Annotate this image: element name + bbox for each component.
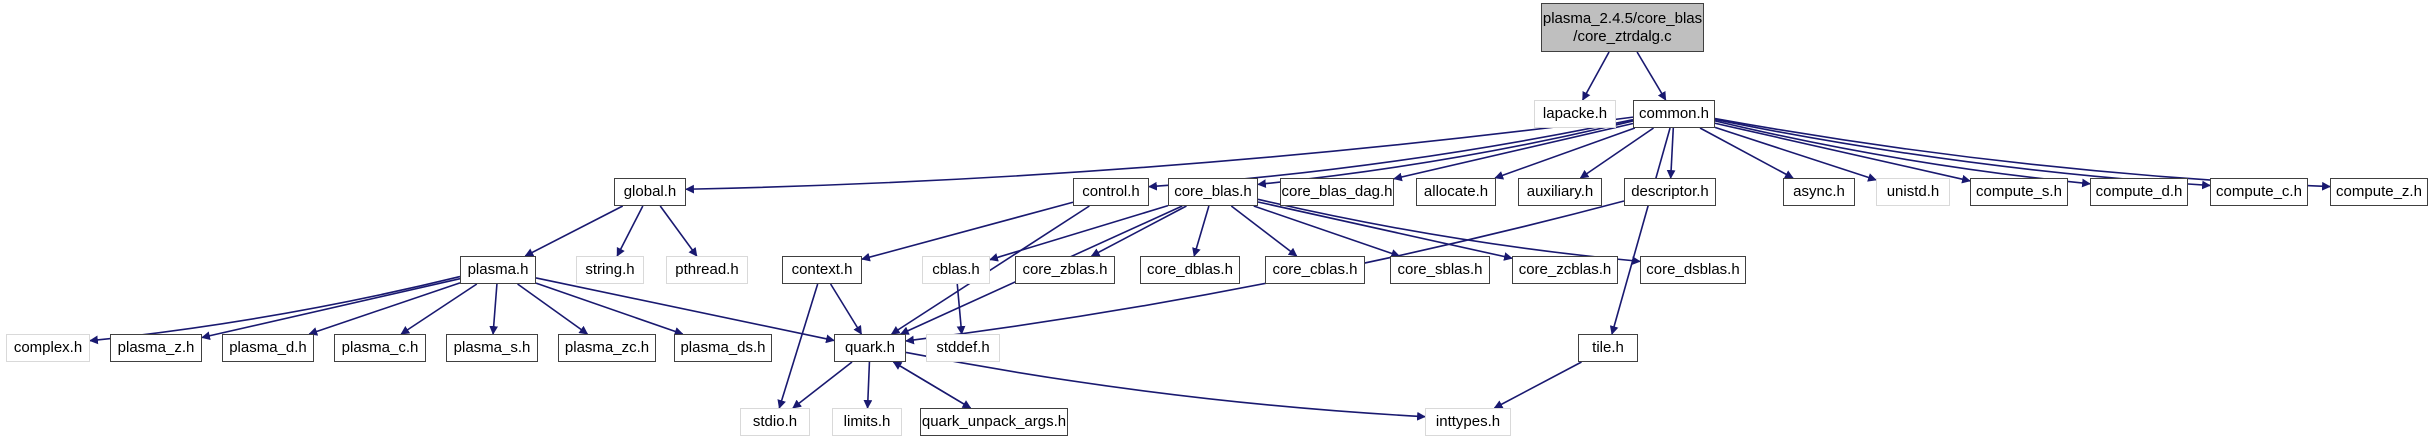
graph-edge-common-to-allocate	[1494, 127, 1636, 180]
graph-edge-common-to-global	[685, 116, 1634, 194]
graph-edge-tile-to-inttypes	[1493, 361, 1582, 409]
graph-edge-core_blas-to-cblas	[989, 204, 1169, 262]
graph-edge-core_blas-to-core_zcblas	[1257, 201, 1513, 261]
graph-edge-quark-to-stdio	[792, 361, 853, 409]
graph-node-global[interactable]: global.h	[614, 178, 686, 206]
graph-node-stddef[interactable]: stddef.h	[926, 334, 1000, 362]
graph-edge-common-to-unistd	[1714, 126, 1877, 182]
graph-node-lapacke[interactable]: lapacke.h	[1534, 100, 1616, 128]
graph-edge-plasma-to-plasma_c	[400, 283, 478, 335]
graph-edge-core_blas-to-core_dsblas	[1257, 198, 1641, 266]
graph-edge-context-to-stdio	[777, 283, 819, 409]
graph-edge-core_blas-to-core_sblas	[1253, 205, 1401, 258]
graph-node-stdio[interactable]: stdio.h	[740, 408, 810, 436]
graph-node-quark_unpack[interactable]: quark_unpack_args.h	[920, 408, 1068, 436]
graph-edge-common-to-core_blas_dag	[1393, 122, 1634, 182]
graph-node-core_blas[interactable]: core_blas.h	[1168, 178, 1258, 206]
graph-edge-root-to-lapacke	[1581, 51, 1610, 101]
graph-node-core_blas_dag[interactable]: core_blas_dag.h	[1280, 178, 1394, 206]
graph-edge-plasma-to-plasma_s	[489, 283, 499, 335]
graph-edge-quark-to-inttypes	[905, 351, 1426, 421]
graph-edge-plasma-to-plasma_d	[308, 282, 461, 336]
graph-node-root[interactable]: plasma_2.4.5/core_blas /core_ztrdalg.c	[1541, 3, 1704, 52]
graph-edge-plasma-to-plasma_ds	[535, 282, 684, 336]
graph-edge-context-to-quark	[829, 283, 863, 335]
graph-edge-cblas-to-stddef	[956, 283, 966, 335]
graph-edge-plasma-to-quark	[535, 277, 835, 344]
graph-edge-common-to-tile	[1609, 127, 1671, 335]
graph-edge-global-to-plasma	[524, 205, 624, 257]
graph-node-compute_z[interactable]: compute_z.h	[2330, 178, 2428, 206]
graph-node-unistd[interactable]: unistd.h	[1876, 178, 1950, 206]
graph-node-complex[interactable]: complex.h	[6, 334, 90, 362]
graph-node-string[interactable]: string.h	[576, 256, 644, 284]
graph-edge-global-to-string	[616, 205, 644, 257]
graph-node-control[interactable]: control.h	[1073, 178, 1149, 206]
graph-node-compute_c[interactable]: compute_c.h	[2210, 178, 2308, 206]
graph-node-core_dblas[interactable]: core_dblas.h	[1140, 256, 1240, 284]
graph-node-async[interactable]: async.h	[1783, 178, 1855, 206]
graph-node-tile[interactable]: tile.h	[1578, 334, 1638, 362]
graph-node-inttypes[interactable]: inttypes.h	[1425, 408, 1511, 436]
graph-edge-control-to-context	[861, 201, 1074, 262]
graph-edge-quark-to-limits	[863, 361, 873, 409]
graph-edge-control-to-quark	[890, 205, 1090, 335]
graph-node-plasma_s[interactable]: plasma_s.h	[446, 334, 538, 362]
graph-edge-plasma-to-plasma_zc	[517, 283, 589, 335]
graph-node-descriptor[interactable]: descriptor.h	[1624, 178, 1716, 206]
graph-node-plasma_ds[interactable]: plasma_ds.h	[674, 334, 772, 362]
graph-node-quark[interactable]: quark.h	[834, 334, 906, 362]
graph-edge-common-to-auxiliary	[1579, 127, 1654, 179]
graph-edge-quark_unpack-to-quark	[892, 361, 971, 409]
graph-node-context[interactable]: context.h	[782, 256, 862, 284]
graph-edge-common-to-descriptor	[1666, 127, 1676, 179]
graph-node-plasma_zc[interactable]: plasma_zc.h	[558, 334, 656, 362]
graph-node-plasma_d[interactable]: plasma_d.h	[222, 334, 314, 362]
graph-edge-global-to-pthread	[659, 205, 698, 257]
graph-edge-common-to-control	[1148, 118, 1634, 191]
graph-edge-common-to-async	[1699, 127, 1794, 179]
graph-node-plasma_z[interactable]: plasma_z.h	[110, 334, 202, 362]
graph-node-core_zblas[interactable]: core_zblas.h	[1015, 256, 1115, 284]
graph-node-cblas[interactable]: cblas.h	[922, 256, 990, 284]
graph-node-allocate[interactable]: allocate.h	[1416, 178, 1496, 206]
graph-edge-core_blas-to-core_cblas	[1230, 205, 1298, 257]
graph-node-core_sblas[interactable]: core_sblas.h	[1390, 256, 1490, 284]
graph-edge-core_blas-to-core_dblas	[1192, 205, 1210, 257]
graph-node-compute_d[interactable]: compute_d.h	[2090, 178, 2188, 206]
graph-node-core_zcblas[interactable]: core_zcblas.h	[1512, 256, 1618, 284]
graph-edge-root-to-common	[1636, 51, 1667, 101]
graph-node-auxiliary[interactable]: auxiliary.h	[1518, 178, 1602, 206]
graph-node-common[interactable]: common.h	[1633, 100, 1715, 128]
graph-edge-core_blas-to-core_zblas	[1090, 205, 1187, 257]
graph-node-pthread[interactable]: pthread.h	[666, 256, 748, 284]
graph-edge-common-to-compute_s	[1714, 122, 1971, 184]
graph-node-compute_s[interactable]: compute_s.h	[1970, 178, 2068, 206]
graph-node-core_dsblas[interactable]: core_dsblas.h	[1640, 256, 1746, 284]
graph-node-plasma_c[interactable]: plasma_c.h	[334, 334, 426, 362]
graph-edge-plasma-to-plasma_z	[201, 277, 461, 341]
graph-node-core_cblas[interactable]: core_cblas.h	[1265, 256, 1365, 284]
graph-node-limits[interactable]: limits.h	[832, 408, 902, 436]
graph-node-plasma[interactable]: plasma.h	[460, 256, 536, 284]
